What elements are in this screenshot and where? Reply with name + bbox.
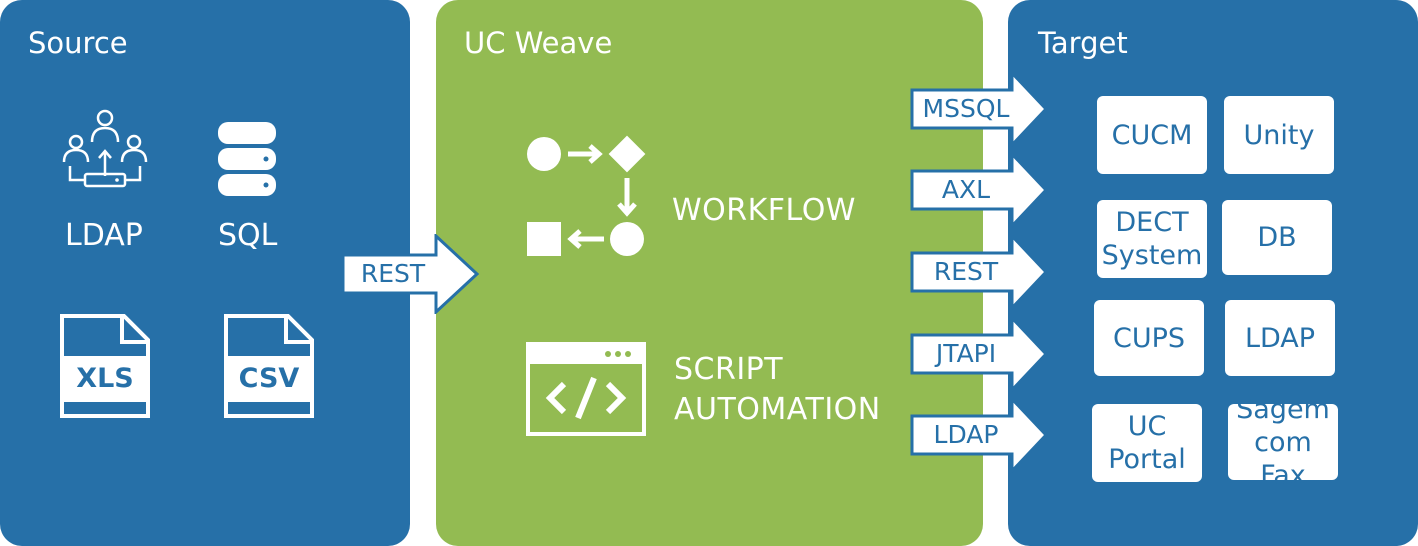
script-label-line1: SCRIPT bbox=[674, 352, 784, 387]
target-box-uc-portal-line1: UC bbox=[1127, 411, 1167, 442]
arrow-mssql-label: MSSQL bbox=[922, 94, 1010, 123]
target-box-cups: CUPS bbox=[1094, 300, 1204, 376]
source-label-ldap: LDAP bbox=[65, 218, 143, 253]
arrow-jtapi-label: JTAPI bbox=[935, 339, 997, 368]
arrow-mssql: MSSQL bbox=[910, 71, 1050, 147]
database-icon bbox=[218, 122, 276, 196]
xls-file-icon: XLS bbox=[60, 314, 150, 418]
target-title: Target bbox=[1038, 26, 1128, 60]
target-box-uc-portal-line2: Portal bbox=[1108, 444, 1186, 475]
target-box-dect-line2: System bbox=[1101, 240, 1203, 271]
weave-title: UC Weave bbox=[464, 26, 613, 60]
target-box-cucm: CUCM bbox=[1097, 96, 1207, 174]
target-box-sagem-line1: Sagem bbox=[1236, 393, 1330, 425]
target-box-sagem-line2: com Fax bbox=[1254, 426, 1312, 491]
csv-file-icon: CSV bbox=[224, 314, 314, 418]
target-box-db: DB bbox=[1222, 200, 1332, 275]
rest-arrow-source: REST bbox=[341, 234, 481, 314]
source-label-sql: SQL bbox=[218, 218, 278, 253]
arrow-axl: AXL bbox=[910, 152, 1050, 228]
workflow-icon bbox=[527, 135, 646, 256]
target-box-cups-text: CUPS bbox=[1112, 322, 1186, 354]
arrow-axl-label: AXL bbox=[941, 175, 991, 204]
xls-file-label: XLS bbox=[76, 363, 134, 394]
arrow-ldap: LDAP bbox=[910, 397, 1050, 473]
script-label-line2: AUTOMATION bbox=[674, 392, 881, 427]
arrow-rest-target: REST bbox=[910, 234, 1050, 310]
target-box-dect-line1: DECT bbox=[1115, 207, 1189, 238]
rest-arrow-source-label: REST bbox=[360, 259, 426, 288]
target-box-ldap: LDAP bbox=[1225, 300, 1335, 376]
code-window-icon bbox=[526, 342, 646, 436]
target-box-unity-text: Unity bbox=[1243, 119, 1315, 151]
target-box-unity: Unity bbox=[1224, 96, 1334, 174]
target-box-db-text: DB bbox=[1257, 222, 1297, 253]
arrow-jtapi: JTAPI bbox=[910, 316, 1050, 392]
target-box-cucm-text: CUCM bbox=[1111, 119, 1193, 151]
org-chart-icon bbox=[62, 109, 148, 188]
arrow-ldap-label: LDAP bbox=[933, 420, 999, 449]
arrow-rest-target-label: REST bbox=[933, 257, 999, 286]
target-box-ldap-text: LDAP bbox=[1244, 322, 1316, 354]
target-panel: Target bbox=[1008, 0, 1418, 546]
uc-weave-panel: UC Weave WORKFLOW SCRIPT AUT bbox=[436, 0, 983, 546]
csv-file-label: CSV bbox=[238, 363, 300, 394]
workflow-label: WORKFLOW bbox=[672, 193, 856, 228]
source-title: Source bbox=[28, 26, 128, 60]
